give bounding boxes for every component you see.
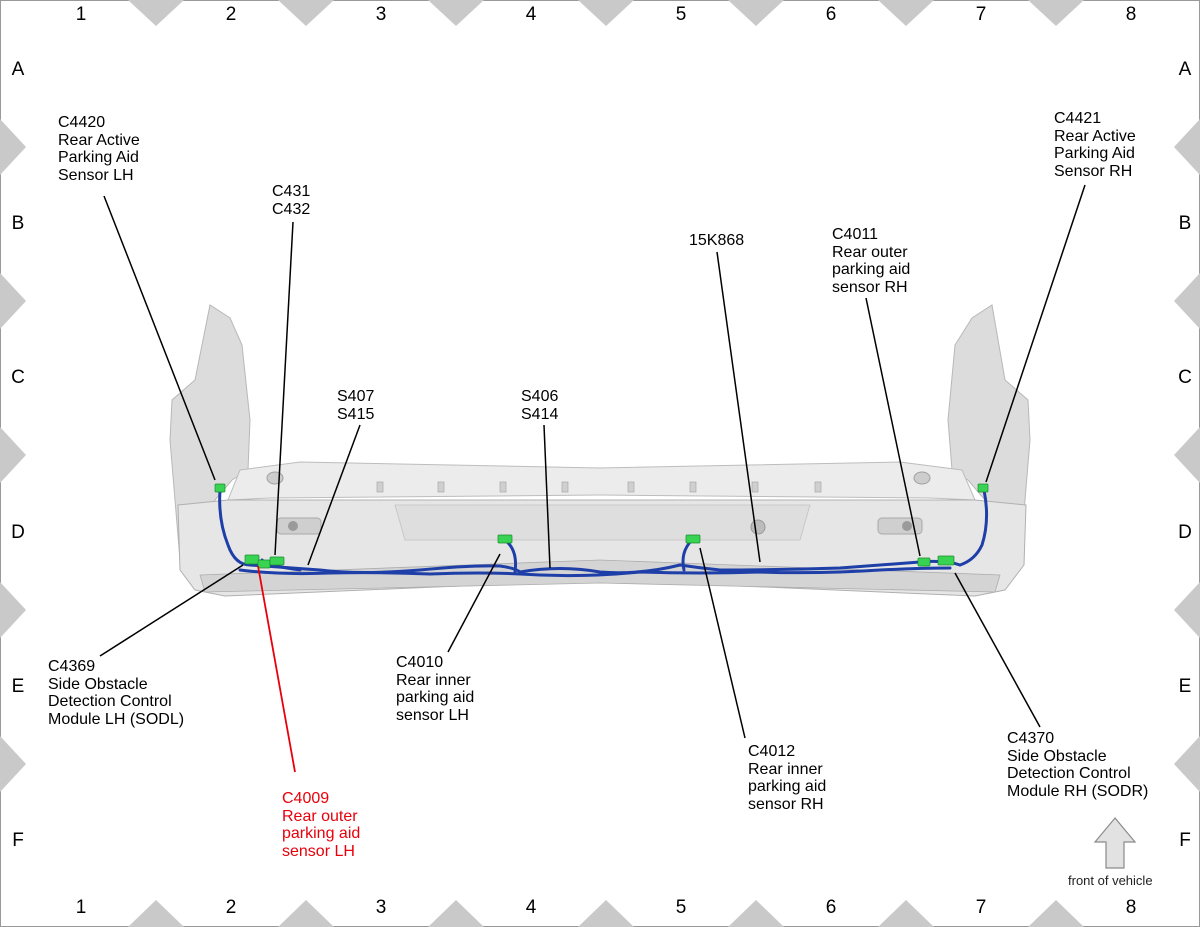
front-of-vehicle-label: front of vehicle <box>1068 873 1153 888</box>
zone-marker-bottom <box>1028 900 1084 927</box>
front-arrow-icon <box>1093 817 1137 869</box>
zone-marker-left <box>0 582 26 638</box>
grid-column-bottom-4: 4 <box>525 897 537 918</box>
zone-marker-bottom <box>428 900 484 927</box>
connector-c4369 <box>244 554 260 565</box>
leader-lines <box>99 184 1086 739</box>
zone-marker-top <box>428 0 484 26</box>
grid-row-left-E: E <box>11 676 25 697</box>
grid-column-top-6: 6 <box>825 4 837 25</box>
zone-marker-top <box>728 0 784 26</box>
zone-marker-left <box>0 736 26 792</box>
connector-c4420 <box>214 483 226 493</box>
grid-row-left-C: C <box>11 367 25 388</box>
connector-c431 <box>269 556 285 566</box>
zone-marker-left <box>0 273 26 329</box>
zone-marker-right <box>1174 736 1200 792</box>
zone-marker-top <box>128 0 184 26</box>
callout-c4369: C4369 Side Obstacle Detection Control Mo… <box>48 658 185 728</box>
connector-c4009 <box>257 559 271 569</box>
grid-column-bottom-6: 6 <box>825 897 837 918</box>
callout-c4011: C4011 Rear outer parking aid sensor RH <box>832 226 911 296</box>
zone-marker-left <box>0 427 26 483</box>
connector-c4370 <box>937 555 955 566</box>
connector-c4421 <box>977 483 989 493</box>
leader-line-c4009 <box>257 565 296 773</box>
grid-column-bottom-7: 7 <box>975 897 987 918</box>
zone-marker-left <box>0 119 26 175</box>
callout-s407-s415: S407 S415 <box>337 388 375 423</box>
grid-column-top-1: 1 <box>75 4 87 25</box>
grid-row-left-D: D <box>11 522 25 543</box>
grid-column-bottom-2: 2 <box>225 897 237 918</box>
grid-row-right-C: C <box>1178 367 1192 388</box>
grid-row-right-A: A <box>1178 59 1192 80</box>
zone-marker-bottom <box>578 900 634 927</box>
zone-marker-bottom <box>128 900 184 927</box>
zone-marker-bottom <box>878 900 934 927</box>
callout-c4421: C4421 Rear Active Parking Aid Sensor RH <box>1054 110 1136 180</box>
grid-column-top-7: 7 <box>975 4 987 25</box>
grid-row-left-F: F <box>12 830 24 851</box>
zone-marker-bottom <box>728 900 784 927</box>
grid-column-bottom-5: 5 <box>675 897 687 918</box>
grid-column-top-2: 2 <box>225 4 237 25</box>
zone-marker-right <box>1174 119 1200 175</box>
grid-row-right-F: F <box>1179 830 1191 851</box>
grid-column-top-3: 3 <box>375 4 387 25</box>
grid-column-top-5: 5 <box>675 4 687 25</box>
rear-bumper <box>169 304 1031 597</box>
zone-marker-top <box>578 0 634 26</box>
zone-marker-top <box>878 0 934 26</box>
grid-row-left-A: A <box>11 59 25 80</box>
callout-15k868: 15K868 <box>689 232 745 249</box>
callout-c4012: C4012 Rear inner parking aid sensor RH <box>748 743 827 813</box>
grid-row-right-D: D <box>1178 522 1192 543</box>
connector-c4010 <box>497 534 513 544</box>
grid-column-bottom-1: 1 <box>75 897 87 918</box>
callout-c4010: C4010 Rear inner parking aid sensor LH <box>396 654 475 724</box>
connector-c4012 <box>685 534 701 544</box>
callout-c4420: C4420 Rear Active Parking Aid Sensor LH <box>58 114 140 184</box>
grid-row-right-B: B <box>1178 213 1192 234</box>
callout-c4009: C4009 Rear outer parking aid sensor LH <box>282 790 361 860</box>
grid-column-bottom-8: 8 <box>1125 897 1137 918</box>
grid-column-top-4: 4 <box>525 4 537 25</box>
connector-c4011 <box>917 557 931 567</box>
zone-marker-top <box>1028 0 1084 26</box>
callout-s406-s414: S406 S414 <box>521 388 559 423</box>
grid-row-left-B: B <box>11 213 25 234</box>
connectors <box>214 483 989 569</box>
zone-marker-right <box>1174 427 1200 483</box>
zone-marker-bottom <box>278 900 334 927</box>
zone-marker-right <box>1174 273 1200 329</box>
grid-column-bottom-3: 3 <box>375 897 387 918</box>
callout-c431-c432: C431 C432 <box>272 183 311 218</box>
grid-column-top-8: 8 <box>1125 4 1137 25</box>
grid-row-right-E: E <box>1178 676 1192 697</box>
zone-marker-top <box>278 0 334 26</box>
callout-c4370: C4370 Side Obstacle Detection Control Mo… <box>1007 730 1149 800</box>
zone-marker-right <box>1174 582 1200 638</box>
